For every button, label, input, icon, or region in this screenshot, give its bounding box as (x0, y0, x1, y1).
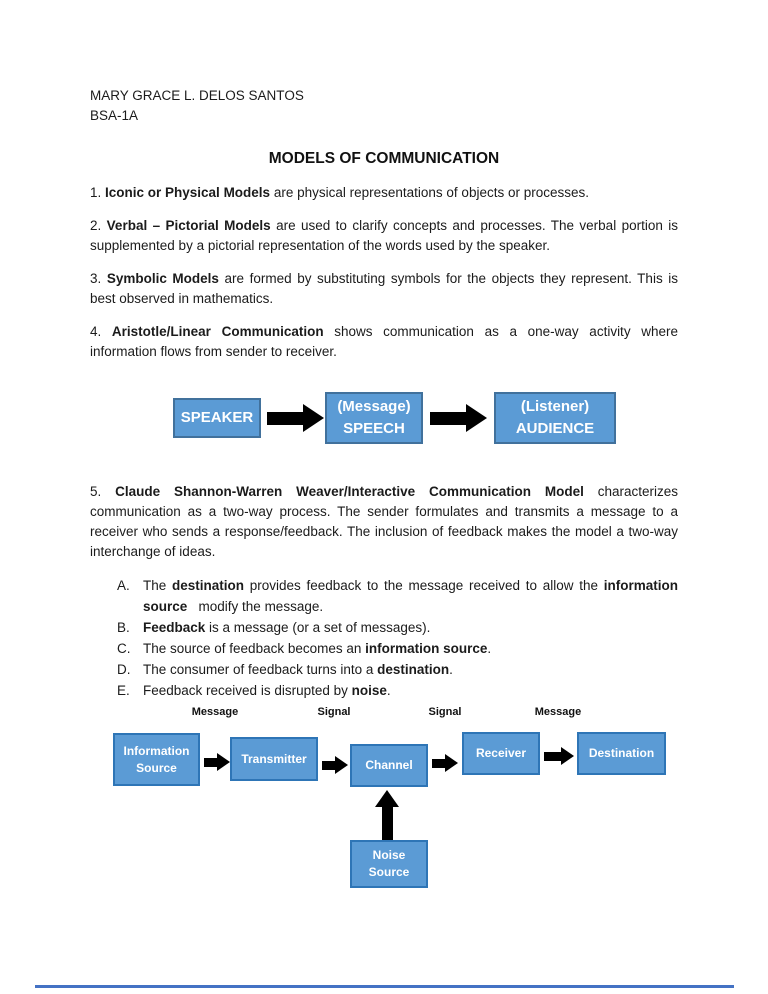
author-name: MARY GRACE L. DELOS SANTOS (90, 88, 304, 103)
feedback-list: A. The destination provides feedback to … (90, 575, 678, 701)
flow-label-signal-1: Signal (317, 706, 351, 718)
footer-rule (35, 985, 734, 988)
noise-source-line-2: Source (368, 865, 410, 879)
destination-label: Destination (588, 746, 655, 760)
list-item: B. Feedback is a message (or a set of me… (117, 617, 678, 638)
list-item-label: A. (117, 578, 130, 593)
noise-source-box: Noise Source (350, 840, 428, 888)
arrow-shaft (432, 758, 445, 768)
list-item-text: Feedback received is disrupted by noise. (143, 683, 391, 698)
speaker-box-label: SPEAKER (180, 409, 254, 426)
arrow-shaft (430, 411, 466, 425)
information-source-line-1: Information (123, 743, 190, 758)
arrow-shaft (322, 760, 335, 770)
channel-label: Channel (365, 758, 413, 772)
flow-label-message-1: Message (191, 706, 239, 718)
arrow-right-icon (432, 754, 458, 772)
paragraph-iconic-models: 1. Iconic or Physical Models are physica… (90, 185, 589, 200)
arrow-head (303, 404, 324, 432)
information-source-line-2: Source (136, 760, 177, 775)
list-item-text: The consumer of feedback turns into a de… (143, 662, 453, 677)
arrow-shaft (381, 807, 393, 843)
list-item-label: B. (117, 620, 130, 635)
arrow-head (561, 747, 574, 765)
linear-communication-diagram: SPEAKER (Message) SPEECH (Listener) AUDI… (0, 386, 768, 452)
list-item: E. Feedback received is disrupted by noi… (117, 680, 678, 701)
arrow-head (375, 790, 399, 807)
receiver-label: Receiver (475, 746, 527, 760)
arrow-shaft (204, 757, 217, 767)
shannon-weaver-diagram: Message Signal Signal Message Informatio… (0, 706, 768, 896)
audience-box-line-1: (Listener) (520, 398, 590, 415)
transmitter-box: Transmitter (230, 737, 318, 781)
paragraph-verbal-pictorial-models: 2. Verbal – Pictorial Models are used to… (90, 218, 679, 253)
destination-box: Destination (577, 732, 666, 775)
arrow-shaft (544, 751, 561, 761)
list-item-label: E. (117, 683, 130, 698)
arrow-head (466, 404, 487, 432)
author-class: BSA-1A (90, 108, 139, 123)
list-item-text: The source of feedback becomes an inform… (143, 641, 492, 656)
speech-box: (Message) SPEECH (325, 392, 423, 444)
receiver-box: Receiver (462, 732, 540, 775)
arrow-right-icon (267, 404, 324, 432)
list-item-text: The destination provides feedback to the… (143, 578, 678, 614)
arrow-right-icon (430, 404, 487, 432)
audience-box: (Listener) AUDIENCE (494, 392, 616, 444)
information-source-box: Information Source (113, 733, 200, 786)
channel-box: Channel (350, 744, 428, 787)
speech-box-line-1: (Message) (337, 398, 411, 415)
list-item-label: D. (117, 662, 131, 677)
arrow-right-icon (322, 756, 348, 774)
list-item-label: C. (117, 641, 131, 656)
transmitter-label: Transmitter (241, 751, 307, 766)
paragraph-aristotle-linear: 4. Aristotle/Linear Communication shows … (90, 324, 678, 359)
arrow-shaft (267, 411, 303, 425)
list-item: D. The consumer of feedback turns into a… (117, 659, 678, 680)
speech-box-line-2: SPEECH (343, 420, 405, 437)
arrow-right-icon (204, 753, 230, 771)
flow-label-message-2: Message (534, 706, 582, 718)
noise-source-line-1: Noise (372, 848, 406, 862)
page-title: MODELS OF COMMUNICATION (268, 150, 500, 167)
list-item: C. The source of feedback becomes an inf… (117, 638, 678, 659)
list-item-text: Feedback is a message (or a set of messa… (143, 620, 431, 635)
flow-label-signal-2: Signal (428, 706, 462, 718)
arrow-right-icon (544, 747, 574, 765)
list-item: A. The destination provides feedback to … (117, 575, 678, 617)
arrow-up-icon (375, 790, 399, 843)
arrow-head (335, 756, 348, 774)
arrow-head (217, 753, 230, 771)
paragraph-symbolic-models: 3. Symbolic Models are formed by substit… (90, 271, 679, 306)
paragraph-shannon-weaver: 5. Claude Shannon-Warren Weaver/Interact… (90, 484, 678, 559)
audience-box-line-2: AUDIENCE (515, 420, 595, 437)
speaker-box: SPEAKER (173, 398, 261, 438)
arrow-head (445, 754, 458, 772)
